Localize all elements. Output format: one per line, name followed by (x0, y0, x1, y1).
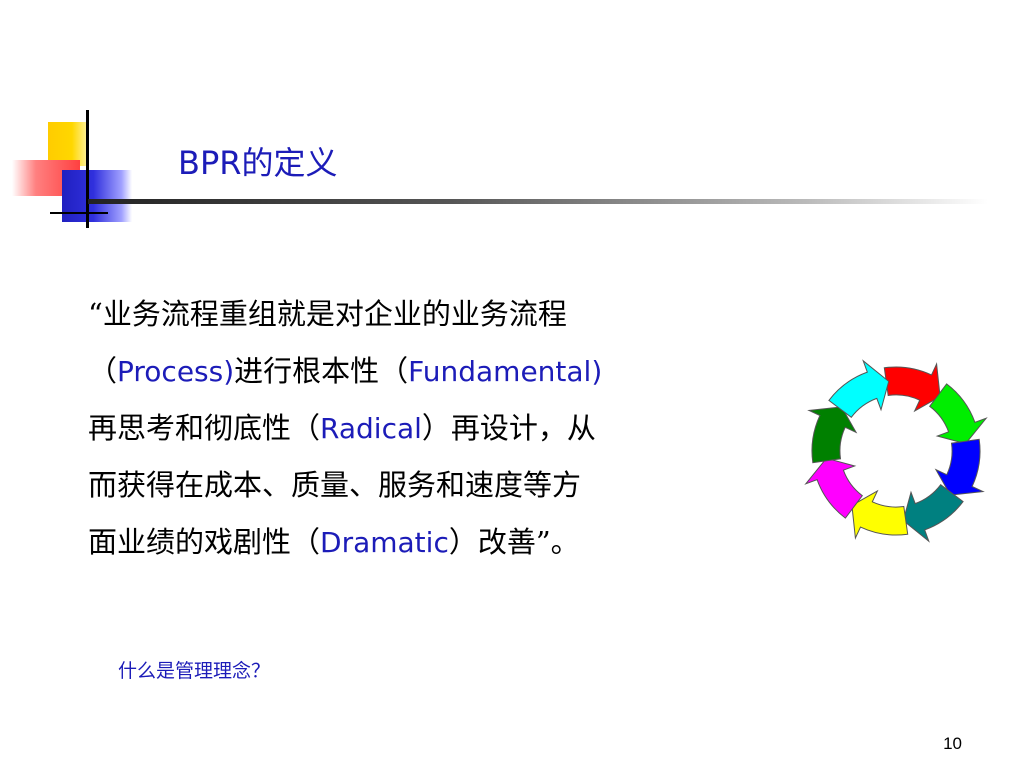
question-text: 什么是管理理念？ (118, 660, 271, 682)
term-dramatic: Dramatic (320, 526, 449, 559)
line-5-post: ）改善”。 (448, 525, 580, 559)
blue-block (62, 170, 132, 222)
definition-line-2: （Process)进行根本性（Fundamental) (88, 343, 798, 400)
page-number: 10 (943, 734, 962, 753)
line-3-post: ）再设计，从 (421, 411, 596, 445)
definition-line-3: 再思考和彻底性（Radical）再设计，从 (88, 400, 798, 457)
cycle-arrows-icon (804, 359, 988, 543)
line-1-text: “业务流程重组就是对企业的业务流程 (88, 297, 567, 331)
line-4-text: 而获得在成本、质量、服务和速度等方 (88, 468, 582, 502)
term-fundamental: Fundamental) (408, 355, 603, 388)
line-3-pre: 再思考和彻底性（ (88, 411, 321, 445)
term-radical: Radical (320, 412, 422, 445)
definition-line-1: “业务流程重组就是对企业的业务流程 (88, 286, 798, 343)
slide-title: BPR的定义 (178, 144, 338, 182)
term-process: Process) (117, 355, 235, 388)
logo-horizontal-line (50, 212, 108, 214)
cycle-arrow-segment (828, 359, 890, 419)
logo-vertical-line (86, 110, 89, 228)
slide-logo-decoration (0, 100, 150, 230)
line-5-pre: 面业绩的戏剧性（ (88, 525, 321, 559)
definition-line-5: 面业绩的戏剧性（Dramatic）改善”。 (88, 514, 798, 571)
line-2-middle: 进行根本性（ (234, 354, 409, 388)
definition-text: “业务流程重组就是对企业的业务流程 （Process)进行根本性（Fundame… (88, 286, 798, 571)
title-underline (88, 199, 988, 204)
line-2-paren: （ (88, 354, 118, 388)
yellow-block (48, 122, 88, 166)
definition-line-4: 而获得在成本、质量、服务和速度等方 (88, 457, 798, 514)
